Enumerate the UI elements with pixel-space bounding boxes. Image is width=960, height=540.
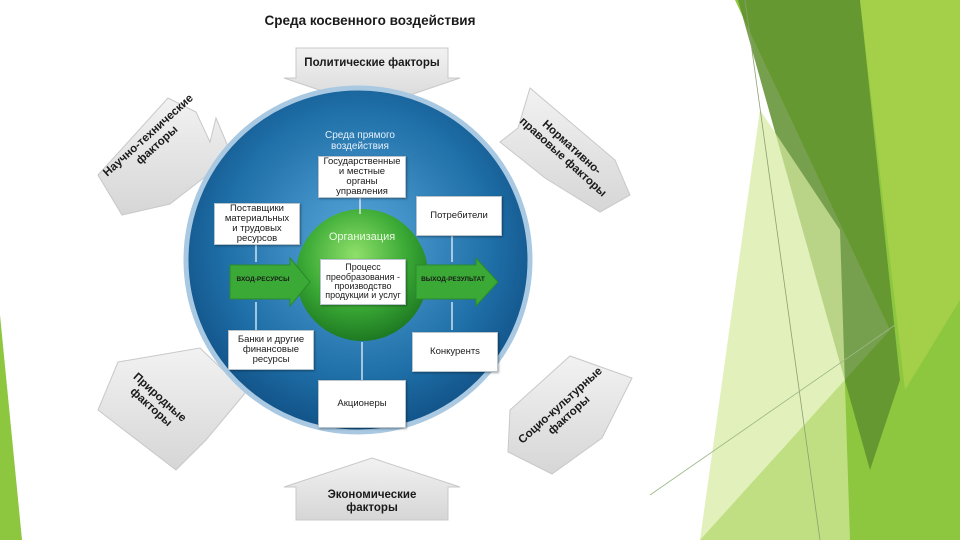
factor-arrow-top-left: [97, 97, 233, 216]
process-box: Процесс преобразования - производство пр…: [320, 259, 406, 305]
factor-label-top: Политические факторы: [304, 56, 440, 69]
input-resources-label: ВХОД-РЕСУРСЫ: [236, 276, 290, 283]
deco-line: [744, 0, 821, 540]
competitors-box: Конкурентs: [412, 332, 498, 372]
factor-label-bottom: Экономические факторы: [327, 489, 417, 514]
government-box: Государственные и местные органы управле…: [318, 156, 406, 198]
factor-arrow-top-right: [499, 87, 631, 213]
right-mid-panel: [860, 0, 960, 390]
output-result-label: ВЫХОД-РЕЗУЛЬТАТ: [421, 276, 485, 283]
shareholders-box: Акционеры: [318, 380, 406, 428]
output-arrow: [415, 256, 499, 308]
factor-arrow-bottom-left: [97, 347, 247, 471]
direct-environment-label: Среда прямого воздействия: [324, 130, 395, 152]
left-green-strip: [0, 315, 22, 540]
banks-box: Банки и другие финансовые ресурсы: [228, 330, 314, 370]
organization-label: Организация: [328, 231, 396, 243]
right-light-panel: [700, 110, 850, 540]
deco-line: [649, 324, 896, 496]
factor-arrow-bottom-right: [507, 355, 633, 475]
input-arrow: [229, 256, 311, 308]
diagram-title: Среда косвенного воздействия: [264, 13, 476, 28]
suppliers-box: Поставщики материальных и трудовых ресур…: [214, 203, 300, 245]
consumers-box: Потребители: [416, 196, 502, 236]
factor-arrow-bottom: [283, 457, 461, 521]
